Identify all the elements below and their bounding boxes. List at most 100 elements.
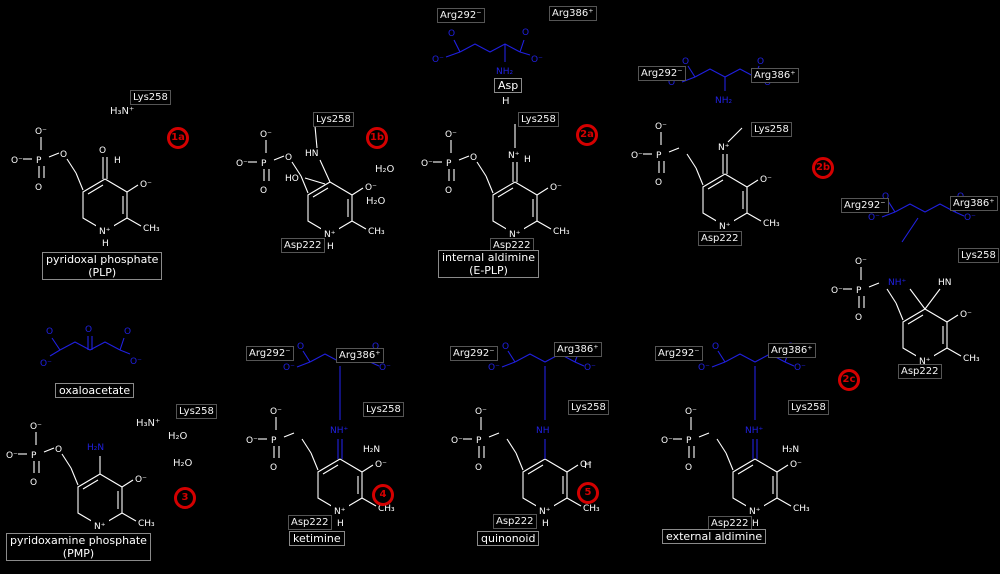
residue-lys258: Lys258: [518, 112, 559, 127]
atom-label: O: [99, 146, 106, 156]
atom-label: P: [656, 151, 662, 161]
atom-label: O⁻: [140, 180, 152, 190]
atom-label: O⁻: [260, 130, 272, 140]
pmp-structure: N⁺ H CH₃ O⁻ O⁻ O⁻ P O O H₂N: [6, 422, 155, 544]
atom-label: O⁻: [135, 475, 147, 485]
atom-label: NH⁺: [745, 426, 764, 436]
atom-label: O⁻: [30, 422, 42, 432]
atom-label: O: [285, 153, 292, 163]
atom-label: H: [752, 519, 759, 529]
atom-label: O⁻: [960, 310, 972, 320]
atom-label: O: [522, 28, 529, 38]
caption-oxaloacetate: oxaloacetate: [55, 383, 135, 398]
atom-label: CH₃: [143, 224, 160, 234]
bonds: [433, 124, 552, 235]
atom-label-h2o: H₂O: [366, 196, 386, 207]
atom-label: O⁻: [236, 159, 248, 169]
atom-label: O⁻: [794, 363, 806, 373]
atom-label: N⁺: [334, 507, 346, 517]
atom-label: O⁻: [655, 122, 667, 132]
atom-label: O⁻: [475, 407, 487, 417]
atom-label: O: [682, 57, 689, 67]
step-badge-2c: 2c: [838, 369, 860, 391]
atom-label: CH₃: [138, 519, 155, 529]
residue-arg386: Arg386⁺: [336, 348, 384, 363]
atom-label-h2o: H₂O: [375, 164, 395, 175]
atom-label: N⁺: [94, 522, 106, 532]
atom-label: O⁻: [365, 183, 377, 193]
atom-label: O: [297, 342, 304, 352]
atom-label: O⁻: [831, 286, 843, 296]
atom-label: H: [337, 519, 344, 529]
atom-label: O: [35, 183, 42, 193]
atom-label: O⁻: [246, 436, 258, 446]
atom-label: P: [31, 451, 37, 461]
substrate-bonds: [49, 336, 131, 357]
atom-label: O⁻: [421, 159, 433, 169]
caption-line: oxaloacetate: [59, 384, 131, 397]
residue-arg386: Arg386⁺: [950, 196, 998, 211]
atom-label: O⁻: [35, 127, 47, 137]
substrate-bonds: [445, 39, 531, 62]
atom-label: HO: [285, 174, 299, 184]
external-aldimine-structure: O O⁻ O O⁻ H₂N N⁺ H CH₃ O⁻ O⁻ O⁻ P O NH⁺: [661, 342, 810, 529]
atom-label: O⁻: [6, 451, 18, 461]
bonds: [18, 432, 137, 527]
atom-label: CH₃: [553, 227, 570, 237]
atom-label: P: [856, 286, 862, 296]
atom-label-h: H: [502, 96, 510, 107]
caption-line: Asp: [498, 79, 519, 92]
atom-label: CH₃: [963, 354, 980, 364]
residue-arg386: Arg386⁺: [768, 343, 816, 358]
atom-label: O: [655, 178, 662, 188]
atom-label: O: [60, 150, 67, 160]
atom-label: H: [114, 156, 121, 166]
quinonoid-structure: O O⁻ O O⁻ N⁺ H CH₃ O⁻ O⁻ O⁻ P O NH: [451, 342, 600, 529]
atom-label: O⁻: [964, 213, 976, 223]
caption-ketimine: ketimine: [289, 531, 345, 546]
atom-label: H: [102, 239, 109, 249]
atom-label: O⁻: [685, 407, 697, 417]
atom-label: HN: [305, 149, 319, 159]
atom-label: O⁻: [11, 156, 23, 166]
caption-line: quinonoid: [481, 532, 536, 545]
caption-plp: pyridoxal phosphate (PLP): [42, 252, 163, 280]
atom-label: O⁻: [760, 175, 772, 185]
carbinolamine-structure: N⁺ H CH₃ O⁻ O⁻ O⁻ P O O HN HO: [236, 125, 385, 252]
atom-label: O⁻: [432, 55, 444, 65]
caption-internal-aldimine: internal aldimine (E-PLP): [438, 250, 540, 278]
caption-external-aldimine: external aldimine: [662, 529, 767, 544]
atom-label: O⁻: [790, 460, 802, 470]
oxaloacetate-structure: O O⁻ O O O⁻: [40, 325, 142, 369]
residue-lys258: Lys258: [568, 400, 609, 415]
atom-label: P: [261, 159, 267, 169]
atom-label: O: [475, 463, 482, 473]
atom-label: O⁻: [855, 257, 867, 267]
atom-label: NH₂: [715, 96, 733, 106]
atom-label: P: [686, 436, 692, 446]
caption-quinonoid: quinonoid: [477, 531, 540, 546]
caption-line: (E-PLP): [469, 264, 508, 277]
step-badge-3: 3: [174, 487, 196, 509]
step-badge-4: 4: [372, 484, 394, 506]
atom-label: O⁻: [550, 183, 562, 193]
ketimine-structure: O O⁻ O O⁻ H₂N N⁺ H CH₃ O⁻ O⁻ O⁻ P O NH⁺: [246, 342, 395, 529]
residue-lys258: Lys258: [958, 248, 999, 263]
step-badge-5: 5: [577, 482, 599, 504]
caption-pmp: pyridoxamine phosphate (PMP): [6, 533, 151, 561]
atom-label-h: H: [584, 460, 592, 471]
caption-line: ketimine: [293, 532, 341, 545]
residue-asp222: Asp222: [493, 514, 537, 529]
residue-arg292: Arg292⁻: [638, 66, 686, 81]
residue-arg386: Arg386⁺: [549, 6, 597, 21]
plp-structure: N⁺ H CH₃ O⁻ O⁻ O⁻ P O O O H: [11, 127, 160, 249]
atom-label: O⁻: [868, 213, 880, 223]
atom-label: O: [712, 342, 719, 352]
residue-lys258: Lys258: [363, 402, 404, 417]
atom-label: HN: [938, 278, 952, 288]
atom-label: O⁻: [451, 436, 463, 446]
bonds: [643, 127, 762, 227]
atom-label: O: [30, 478, 37, 488]
atom-label: O⁻: [130, 357, 142, 367]
